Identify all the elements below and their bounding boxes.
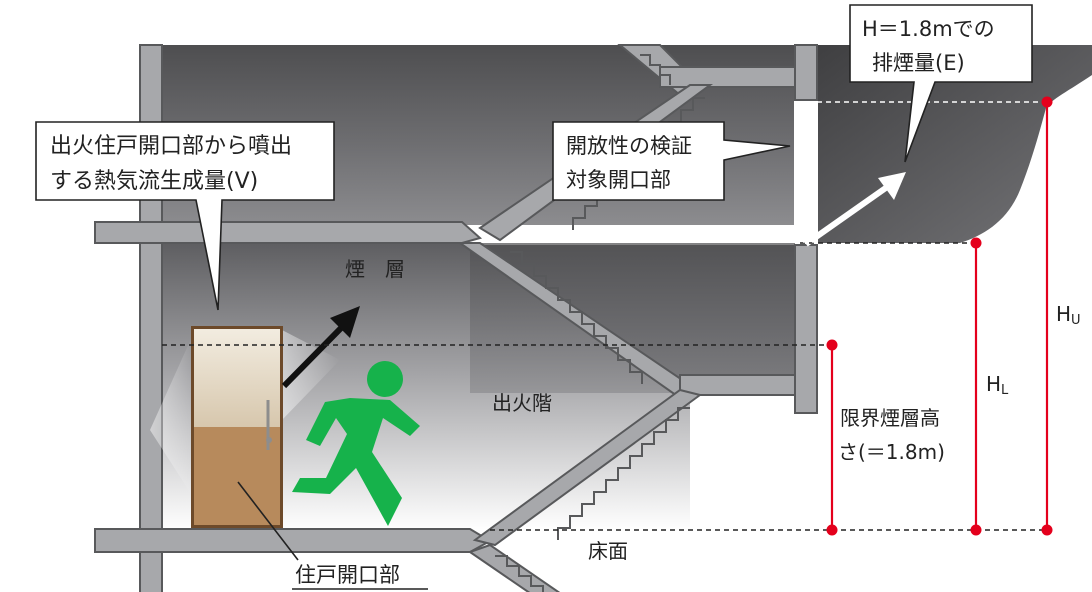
reference-lines <box>162 101 1047 531</box>
floor-surface-label: 床面 <box>588 539 628 563</box>
dwelling-door <box>150 326 340 528</box>
hot-air-arrow <box>281 306 360 389</box>
hot-air-callout-line2: する熱気流生成量(V) <box>50 169 258 194</box>
hot-air-callout-line1: 出火住戸開口部から噴出 <box>50 134 292 159</box>
target-opening-frame <box>794 101 818 243</box>
h-lower-label: HL <box>986 372 1009 398</box>
exhaust-callout: H＝1.8mでの 排煙量(E) <box>849 4 1033 163</box>
hot-air-callout: 出火住戸開口部から噴出 する熱気流生成量(V) <box>35 121 335 311</box>
opening-callout: 開放性の検証 対象開口部 <box>552 121 791 201</box>
exhaust-callout-line1: H＝1.8mでの <box>862 17 995 41</box>
exhaust-callout-line2: 排煙量(E) <box>872 51 965 75</box>
dwelling-opening-callout: 住戸開口部 <box>237 481 428 590</box>
opening-callout-line2: 対象開口部 <box>566 168 671 192</box>
limit-height-label-line2: さ(＝1.8m) <box>838 440 945 464</box>
outdoor-smoke-plume <box>818 45 1092 243</box>
limit-height-label-line1: 限界煙層高 <box>840 406 940 430</box>
dimension-lines <box>826 96 1053 536</box>
smoke-layer-label: 煙 層 <box>345 257 405 281</box>
exhaust-arrow <box>804 172 906 247</box>
dwelling-opening-label: 住戸開口部 <box>295 563 400 587</box>
h-upper-label: HU <box>1056 302 1081 328</box>
running-person-icon <box>292 361 420 526</box>
fire-floor-label: 出火階 <box>492 391 552 415</box>
opening-callout-line1: 開放性の検証 <box>566 134 692 158</box>
